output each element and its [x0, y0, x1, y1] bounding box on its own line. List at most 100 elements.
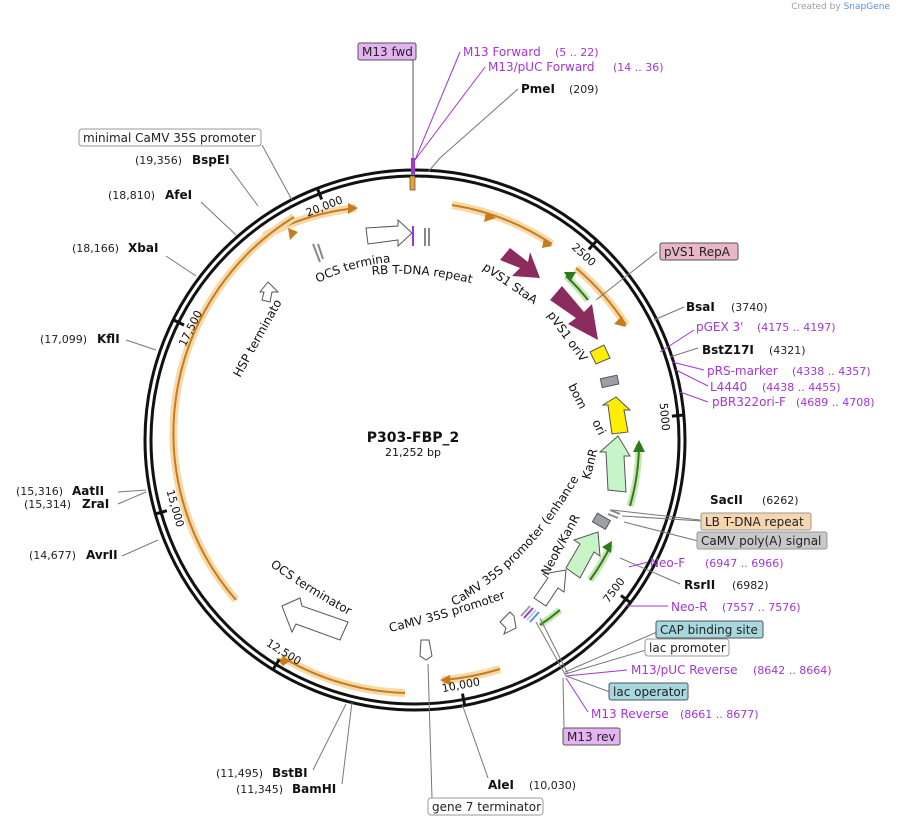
primer-pgex3: pGEX 3': [696, 320, 743, 334]
m13-fwd-box: [357, 42, 417, 61]
lac-promoter-box: [644, 638, 730, 657]
snapgene-logo: SnapGene: [843, 2, 890, 12]
primer-pbr322ori-f: pBR322ori-F: [712, 395, 786, 409]
neor-kanr-arrow: [565, 531, 601, 579]
label-ori-path: ori: [589, 417, 609, 437]
orf-arrowhead-1: [348, 203, 358, 214]
cap-binding-box: [655, 620, 764, 639]
label-camv-enhanced-path: CaMV 35S promoter (enhanced): [0, 0, 581, 609]
enzyme-bstz17i: BstZ17I: [702, 343, 754, 357]
leader-afei: [200, 201, 237, 236]
leader-gene7: [427, 663, 433, 799]
primer-m13puc-reverse: M13/pUC Reverse: [631, 663, 738, 677]
primer-cluster-bottom: [520, 605, 540, 623]
lb-tdna-label: LB T-DNA repeat: [705, 515, 804, 529]
enzyme-bsai-pos: (3740): [731, 301, 768, 314]
camv35s-small-arrow: [499, 611, 517, 635]
pvs1-repa-label: pVS1 RepA: [664, 245, 731, 259]
orf-arc-left-large: [169, 213, 297, 603]
green-arrowhead-repa: [564, 272, 576, 282]
orf-arc-top: [451, 201, 555, 248]
enzyme-aatii-pos: (15,316): [16, 485, 63, 498]
lac-promoter-label: lac promoter: [649, 641, 726, 655]
enzyme-sacii-pos: (6262): [762, 494, 799, 507]
leader-pbr322ori: [679, 391, 709, 403]
leader-xbai: [165, 255, 197, 277]
leader-m13puc-forward: [414, 66, 486, 161]
enzyme-labels: PmeI (209) BsaI (3740) BstZ17I (4321) Sa…: [16, 82, 806, 796]
tick-mark: [172, 318, 185, 327]
leader-cap: [564, 631, 658, 673]
primer-m13-reverse-range: (8661 .. 8677): [680, 708, 759, 721]
green-arc-bottom-core: [539, 609, 561, 626]
enzyme-rsrii: RsrII: [684, 578, 715, 592]
hsp-terminator-arrow: [258, 281, 280, 303]
leader-m13puc-reverse: [565, 669, 628, 677]
orf-arrowhead-5: [614, 316, 626, 327]
primer-m13-forward-range: (5 .. 22): [555, 46, 599, 59]
ori-arrow: [601, 396, 632, 435]
orf-arc-bottom-left: [279, 653, 406, 697]
m13-fwd-label: M13 fwd: [362, 45, 413, 59]
plasmid-name: P303-FBP_2: [367, 430, 460, 446]
label-camv35s-path: CaMV 35S promoter: [387, 588, 506, 635]
primer-m13puc-reverse-range: (8642 .. 8664): [753, 664, 832, 677]
enzyme-bstbi-pos: (11,495): [216, 767, 263, 780]
primer-m13-reverse: M13 Reverse: [591, 707, 669, 721]
enzyme-xbai: XbaI: [128, 241, 158, 255]
primer-prs-marker: pRS-marker: [707, 364, 778, 378]
enzyme-bstz17i-pos: (4321): [769, 344, 806, 357]
gene7-arrow: [419, 639, 433, 661]
leader-kfli: [125, 339, 157, 351]
primer-pbr322ori-f-range: (4689 .. 4708): [796, 396, 875, 409]
label-camv-enhanced: CaMV 35S promoter (enhanced): [0, 0, 581, 609]
enzyme-rsrii-pos: (6982): [732, 579, 769, 592]
orf-arc-bottom-left-core: [281, 656, 406, 694]
lac-operator-box: [608, 682, 689, 701]
enzyme-zrai-pos: (15,314): [24, 498, 71, 511]
enzyme-bstbi: BstBI: [272, 766, 308, 780]
primer-leaders: [565, 329, 709, 713]
bom-box: [599, 374, 620, 389]
primer-m13puc-forward-range: (14 .. 36): [613, 61, 664, 74]
gene7-box: [427, 797, 544, 816]
enzyme-aatii: AatII: [72, 484, 104, 498]
m13-rev-label: M13 rev: [567, 730, 616, 744]
plasmid-length: 21,252 bp: [385, 446, 441, 459]
enzyme-pmei: PmeI: [521, 82, 555, 96]
primer-l4440: L4440: [710, 380, 747, 394]
pvs1-oriv-arrow: [550, 286, 598, 340]
leader-alei: [461, 703, 489, 779]
enzyme-bamhi-pos: (11,345): [236, 783, 283, 796]
tick-label: 17,500: [176, 308, 205, 348]
orf-arrowhead-3: [484, 212, 496, 222]
primer-prs-marker-range: (4338 .. 4357): [792, 365, 871, 378]
enzyme-bamhi: BamHI: [292, 782, 336, 796]
leader-pmei-a: [427, 157, 441, 173]
orf-arc-top-core: [451, 204, 553, 245]
pvs1-oriv-box: [589, 344, 611, 365]
enzyme-bspei-pos: (19,356): [135, 154, 182, 167]
attribution: Created by SnapGene: [791, 2, 890, 12]
camv-enh-arrow: [533, 569, 567, 607]
primer-pgex3-range: (4175 .. 4197): [757, 321, 836, 334]
leader-m13-reverse: [565, 677, 589, 713]
leader-pmei: [439, 88, 519, 159]
lb-tdna-box: [591, 512, 612, 531]
orf-arrowhead-4: [542, 238, 552, 248]
cap-binding-label: CAP binding site: [660, 623, 758, 637]
boxed-labels: M13 fwd minimal CaMV 35S promoter pVS1 R…: [78, 42, 828, 816]
leader-cluster-2: [535, 621, 567, 677]
tick-mark: [671, 413, 684, 418]
camv-polya-box: [696, 531, 828, 550]
primer-m13-forward: M13 Forward: [463, 45, 541, 59]
leader-l4440: [675, 369, 709, 387]
label-bom: bom: [565, 381, 589, 411]
enzyme-bsai: BsaI: [686, 300, 715, 314]
minimal-camv-mark: [312, 243, 321, 263]
pvs1-staa-arrow: [500, 248, 540, 278]
leader-lac-promoter: [564, 649, 647, 675]
leader-bstz17i: [669, 347, 699, 358]
enzyme-alei: AleI: [488, 778, 514, 792]
